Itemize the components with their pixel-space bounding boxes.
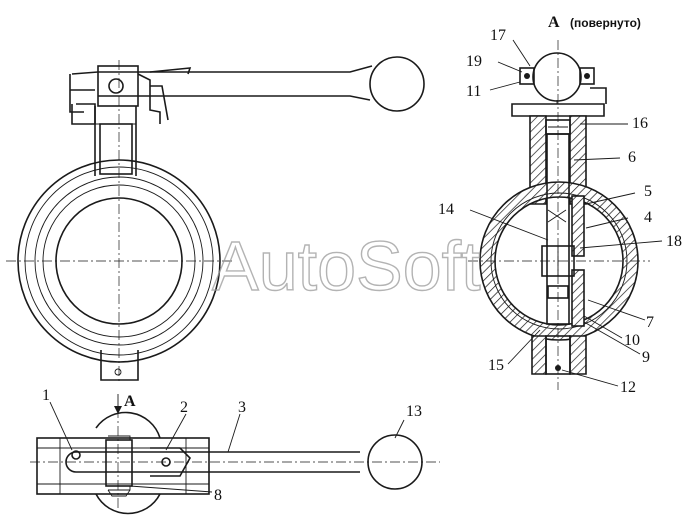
callout-2: 2 xyxy=(180,399,188,416)
front-neck xyxy=(94,106,137,176)
view-arrow-a: A xyxy=(114,393,136,414)
callout-12: 12 xyxy=(620,379,636,396)
view-label-letter: A xyxy=(548,14,560,31)
callout-4: 4 xyxy=(644,209,652,226)
callout-17: 17 xyxy=(490,27,506,44)
callout-14: 14 xyxy=(438,201,454,218)
section-bottom-boss xyxy=(531,335,587,375)
callout-19: 19 xyxy=(466,53,482,70)
callout-6: 6 xyxy=(628,149,636,166)
section-top-handle xyxy=(511,52,607,117)
top-view: A xyxy=(30,393,440,515)
view-label-note: (повернуто) xyxy=(570,16,641,30)
callout-11: 11 xyxy=(466,83,481,100)
callout-3: 3 xyxy=(238,399,246,416)
front-view xyxy=(6,56,425,384)
callout-5: 5 xyxy=(644,183,652,200)
callout-18: 18 xyxy=(666,233,682,250)
callout-15: 15 xyxy=(488,357,504,374)
callout-13: 13 xyxy=(406,403,422,420)
callout-10: 10 xyxy=(624,332,640,349)
callout-9: 9 xyxy=(642,349,650,366)
top-leaders xyxy=(49,401,405,493)
callout-7: 7 xyxy=(646,314,654,331)
callout-8: 8 xyxy=(214,487,222,504)
front-bottom-boss xyxy=(100,350,139,381)
callout-numbers: 1 2 3 4 5 6 7 8 9 10 11 12 13 14 15 16 1… xyxy=(42,27,682,504)
callout-16: 16 xyxy=(632,115,648,132)
front-handle xyxy=(69,56,425,125)
section-leaders xyxy=(469,39,663,387)
section-view-a: A (повернуто) xyxy=(468,14,663,390)
view-arrow-label: A xyxy=(124,393,136,410)
section-neck xyxy=(529,115,587,205)
callout-1: 1 xyxy=(42,387,50,404)
top-handle xyxy=(65,411,423,515)
watermark: AutoSoft xyxy=(212,227,481,305)
